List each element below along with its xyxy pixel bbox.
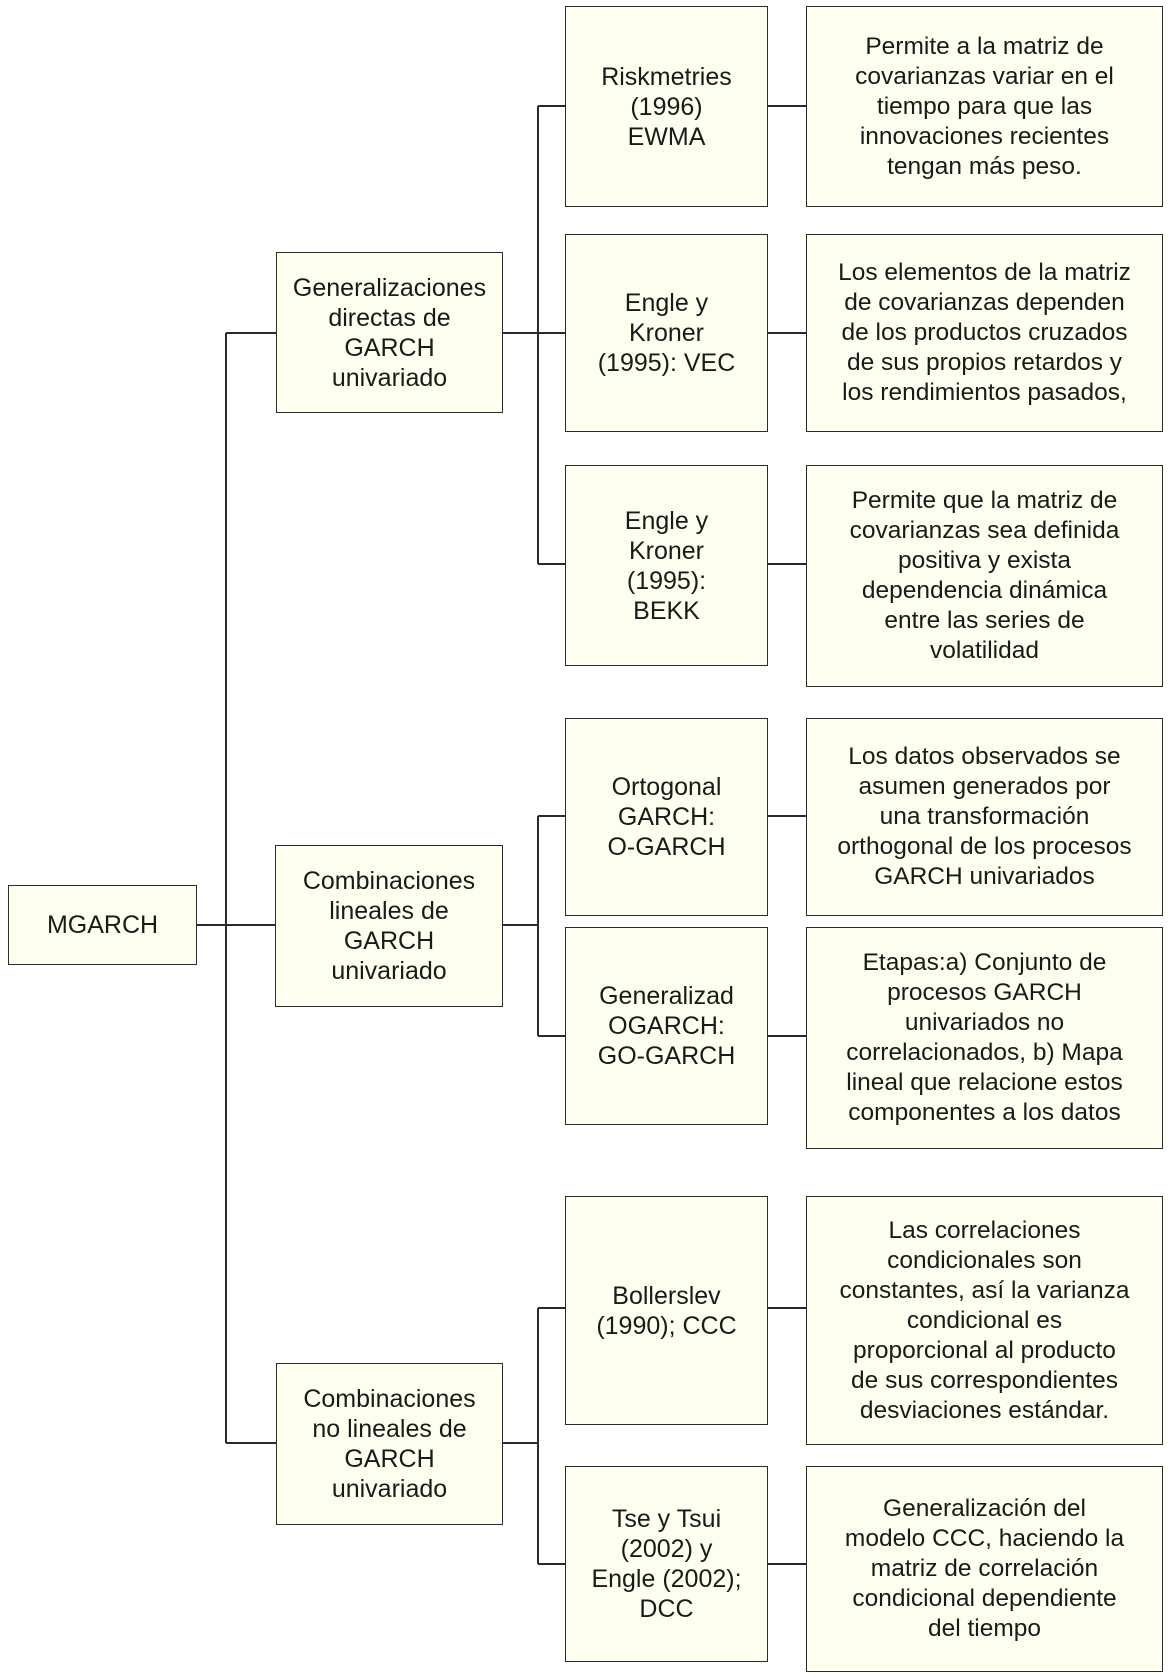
description-text: Los elementos de la matriz de covarianza… <box>838 259 1131 406</box>
description-node-bekk: Permite que la matriz de covarianzas sea… <box>806 465 1163 687</box>
description-text: Permite a la matriz de covarianzas varia… <box>855 32 1114 180</box>
description-node-ccc: Las correlaciones condicionales son cons… <box>806 1196 1163 1445</box>
model-label: Engle y Kroner (1995): BEKK <box>624 506 709 625</box>
description-node-vec: Los elementos de la matriz de covarianza… <box>806 234 1163 432</box>
root-label: MGARCH <box>46 911 159 939</box>
category-node-direct: Generalizaciones directas de GARCH univa… <box>276 252 503 413</box>
description-node-ogarch: Los datos observados se asumen generados… <box>806 718 1163 916</box>
description-text: Permite que la matriz de covarianzas sea… <box>849 487 1120 664</box>
category-label: Combinaciones no lineales de GARCH univa… <box>303 1385 476 1503</box>
model-node-dcc: Tse y Tsui (2002) y Engle (2002); DCC <box>565 1466 768 1662</box>
model-label: Engle y Kroner (1995): VEC <box>597 289 736 377</box>
category-node-nonlinear: Combinaciones no lineales de GARCH univa… <box>276 1363 503 1525</box>
model-label: Riskmetries (1996) EWMA <box>601 62 732 151</box>
model-label: Generalizad OGARCH: GO-GARCH <box>597 982 736 1070</box>
model-label: Bollerslev (1990); CCC <box>596 1281 737 1340</box>
category-label: Generalizaciones directas de GARCH univa… <box>292 273 487 392</box>
model-node-gogarch: Generalizad OGARCH: GO-GARCH <box>565 927 768 1125</box>
model-label: Tse y Tsui (2002) y Engle (2002); DCC <box>591 1505 742 1623</box>
root-node: MGARCH <box>8 885 197 965</box>
model-node-ccc: Bollerslev (1990); CCC <box>565 1196 768 1425</box>
description-text: Las correlaciones condicionales son cons… <box>839 1216 1130 1424</box>
description-node-gogarch: Etapas:a) Conjunto de procesos GARCH uni… <box>806 927 1163 1149</box>
model-node-ewma: Riskmetries (1996) EWMA <box>565 6 768 207</box>
model-label: Ortogonal GARCH: O-GARCH <box>607 773 726 861</box>
category-label: Combinaciones lineales de GARCH univaria… <box>302 867 476 985</box>
category-node-linear: Combinaciones lineales de GARCH univaria… <box>275 845 503 1007</box>
description-text: Etapas:a) Conjunto de procesos GARCH uni… <box>846 949 1123 1126</box>
description-text: Los datos observados se asumen generados… <box>837 743 1132 890</box>
description-text: Generalización del modelo CCC, haciendo … <box>844 1495 1125 1642</box>
description-node-dcc: Generalización del modelo CCC, haciendo … <box>806 1466 1163 1672</box>
model-node-vec: Engle y Kroner (1995): VEC <box>565 234 768 432</box>
model-node-ogarch: Ortogonal GARCH: O-GARCH <box>565 718 768 916</box>
model-node-bekk: Engle y Kroner (1995): BEKK <box>565 465 768 666</box>
description-node-ewma: Permite a la matriz de covarianzas varia… <box>806 6 1163 207</box>
